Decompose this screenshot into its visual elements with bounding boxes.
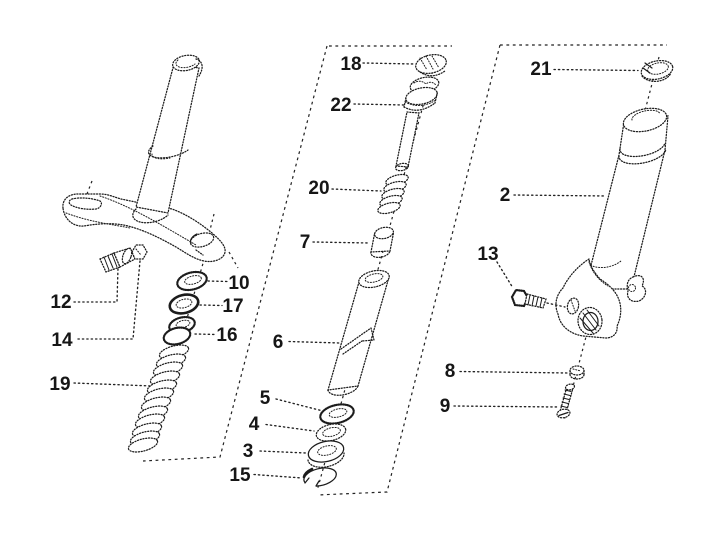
- part-10-leader: [207, 280, 228, 283]
- part-7-label: 7: [300, 232, 311, 253]
- part-10-drawing: [176, 270, 208, 292]
- part-15-drawing: [302, 467, 337, 487]
- bolt-head-facet: [135, 248, 142, 256]
- part-5-leader: [275, 398, 322, 412]
- part-13-label: 13: [477, 244, 498, 265]
- part-15-label: 15: [229, 465, 251, 486]
- part-19-label: 19: [49, 374, 70, 395]
- part-7-leader: [312, 241, 370, 244]
- axle-boss-outer: [577, 306, 603, 336]
- part-2-leader: [513, 194, 607, 197]
- part-21-drawing: [640, 59, 674, 82]
- right-boss-axis-stub: [207, 213, 215, 239]
- fork-tube-cap: [622, 107, 668, 133]
- part-6-leader: [288, 340, 340, 344]
- part-22-drawing: [403, 76, 440, 111]
- part-12-leader: [73, 267, 119, 303]
- part-labels: 18 22 20 7 6 5 4 3 15 10 17 16 12 14 19 …: [49, 54, 552, 486]
- part-10-inner: [184, 275, 202, 285]
- part-4-drawing: [315, 423, 347, 442]
- part-20-label: 20: [308, 178, 329, 199]
- part-8-leader: [459, 370, 568, 374]
- bolt-head: [131, 244, 148, 260]
- part-2-drawing: [555, 107, 669, 339]
- part-18-drawing: [415, 54, 447, 77]
- axle-bracket: [555, 257, 622, 339]
- part-2-label: 2: [500, 185, 511, 206]
- part-4-label: 4: [249, 414, 260, 435]
- yoke-crease-upper: [99, 195, 197, 246]
- fork-tube-body: [584, 115, 669, 290]
- part-3-leader: [259, 450, 307, 454]
- part-10-label: 10: [228, 273, 249, 294]
- steering-stem-parts: [127, 270, 208, 453]
- part-20-drawing: [377, 173, 409, 215]
- part-17-leader: [199, 304, 223, 307]
- part-6-drawing: [327, 269, 390, 396]
- part-8-drawing: [569, 365, 585, 380]
- steering-tube-top-inner: [175, 59, 196, 69]
- yoke-right-boss-hole-shade: [189, 233, 198, 244]
- bolt-13-tip-leader: [546, 302, 566, 308]
- part-6-label: 6: [273, 332, 284, 353]
- part-17-drawing: [168, 293, 200, 315]
- boss-axis-stub-lower: [228, 251, 239, 269]
- part-7-drawing: [370, 226, 395, 258]
- steering-tube-notch: [195, 58, 203, 77]
- part-3-label: 3: [243, 441, 254, 462]
- part-14-leader: [77, 260, 141, 340]
- part-18-leader: [362, 62, 415, 65]
- part-17-label: 17: [222, 296, 243, 317]
- bracket-ear-slot: [566, 297, 580, 315]
- part-14-label: 14: [51, 330, 73, 351]
- bolt-thread-ticks: [103, 253, 118, 271]
- part-19-drawing: [127, 344, 190, 453]
- part-19-leader: [73, 382, 153, 387]
- part-16-lower: [162, 326, 192, 346]
- part-16-label: 16: [216, 325, 237, 346]
- steering-tube-body: [135, 63, 200, 214]
- yoke-crease-lower: [65, 212, 131, 229]
- steering-tube-seam-2: [151, 153, 171, 160]
- yoke-left-boss-slot: [68, 197, 102, 210]
- part-13-leader: [496, 261, 514, 289]
- part-9-leader: [453, 405, 559, 408]
- part-16-leader: [194, 333, 217, 336]
- fork-leg-assembly: [510, 59, 674, 419]
- part-15-leader: [253, 473, 303, 479]
- part-4-leader: [265, 423, 315, 432]
- part-21-label: 21: [530, 59, 552, 80]
- steering-tube-socket-rim: [132, 208, 169, 224]
- part-21-leader: [553, 68, 639, 72]
- steering-tube-seam: [147, 145, 189, 159]
- steering-yoke-assembly: [62, 54, 226, 263]
- part-9-label: 9: [440, 396, 451, 417]
- part-12-label: 12: [50, 292, 71, 313]
- damper-rod-drawing: [394, 111, 420, 172]
- yoke-boss-notch: [195, 249, 204, 256]
- part-16-inner: [175, 319, 191, 329]
- part-22-leader: [353, 103, 405, 106]
- pinch-bolt-drawing: [99, 244, 148, 273]
- part-8-label: 8: [445, 361, 456, 382]
- part-5-drawing: [319, 403, 355, 425]
- part-22-label: 22: [330, 95, 351, 116]
- part-17-inner: [175, 298, 193, 309]
- part-13-drawing: [510, 288, 566, 309]
- part-5-label: 5: [260, 388, 271, 409]
- middle-lane-left-line: [142, 45, 328, 462]
- part-3-drawing: [307, 440, 345, 468]
- right-lane-left-line: [316, 44, 501, 496]
- part-18-label: 18: [340, 54, 361, 75]
- fork-leg-axis: [563, 56, 660, 422]
- bolt-washer: [121, 247, 133, 265]
- damper-parts: [302, 54, 447, 487]
- reflector-tab: [626, 274, 647, 303]
- part-20-leader: [331, 188, 382, 192]
- leader-lines: [73, 62, 639, 479]
- part-9-drawing: [556, 383, 576, 419]
